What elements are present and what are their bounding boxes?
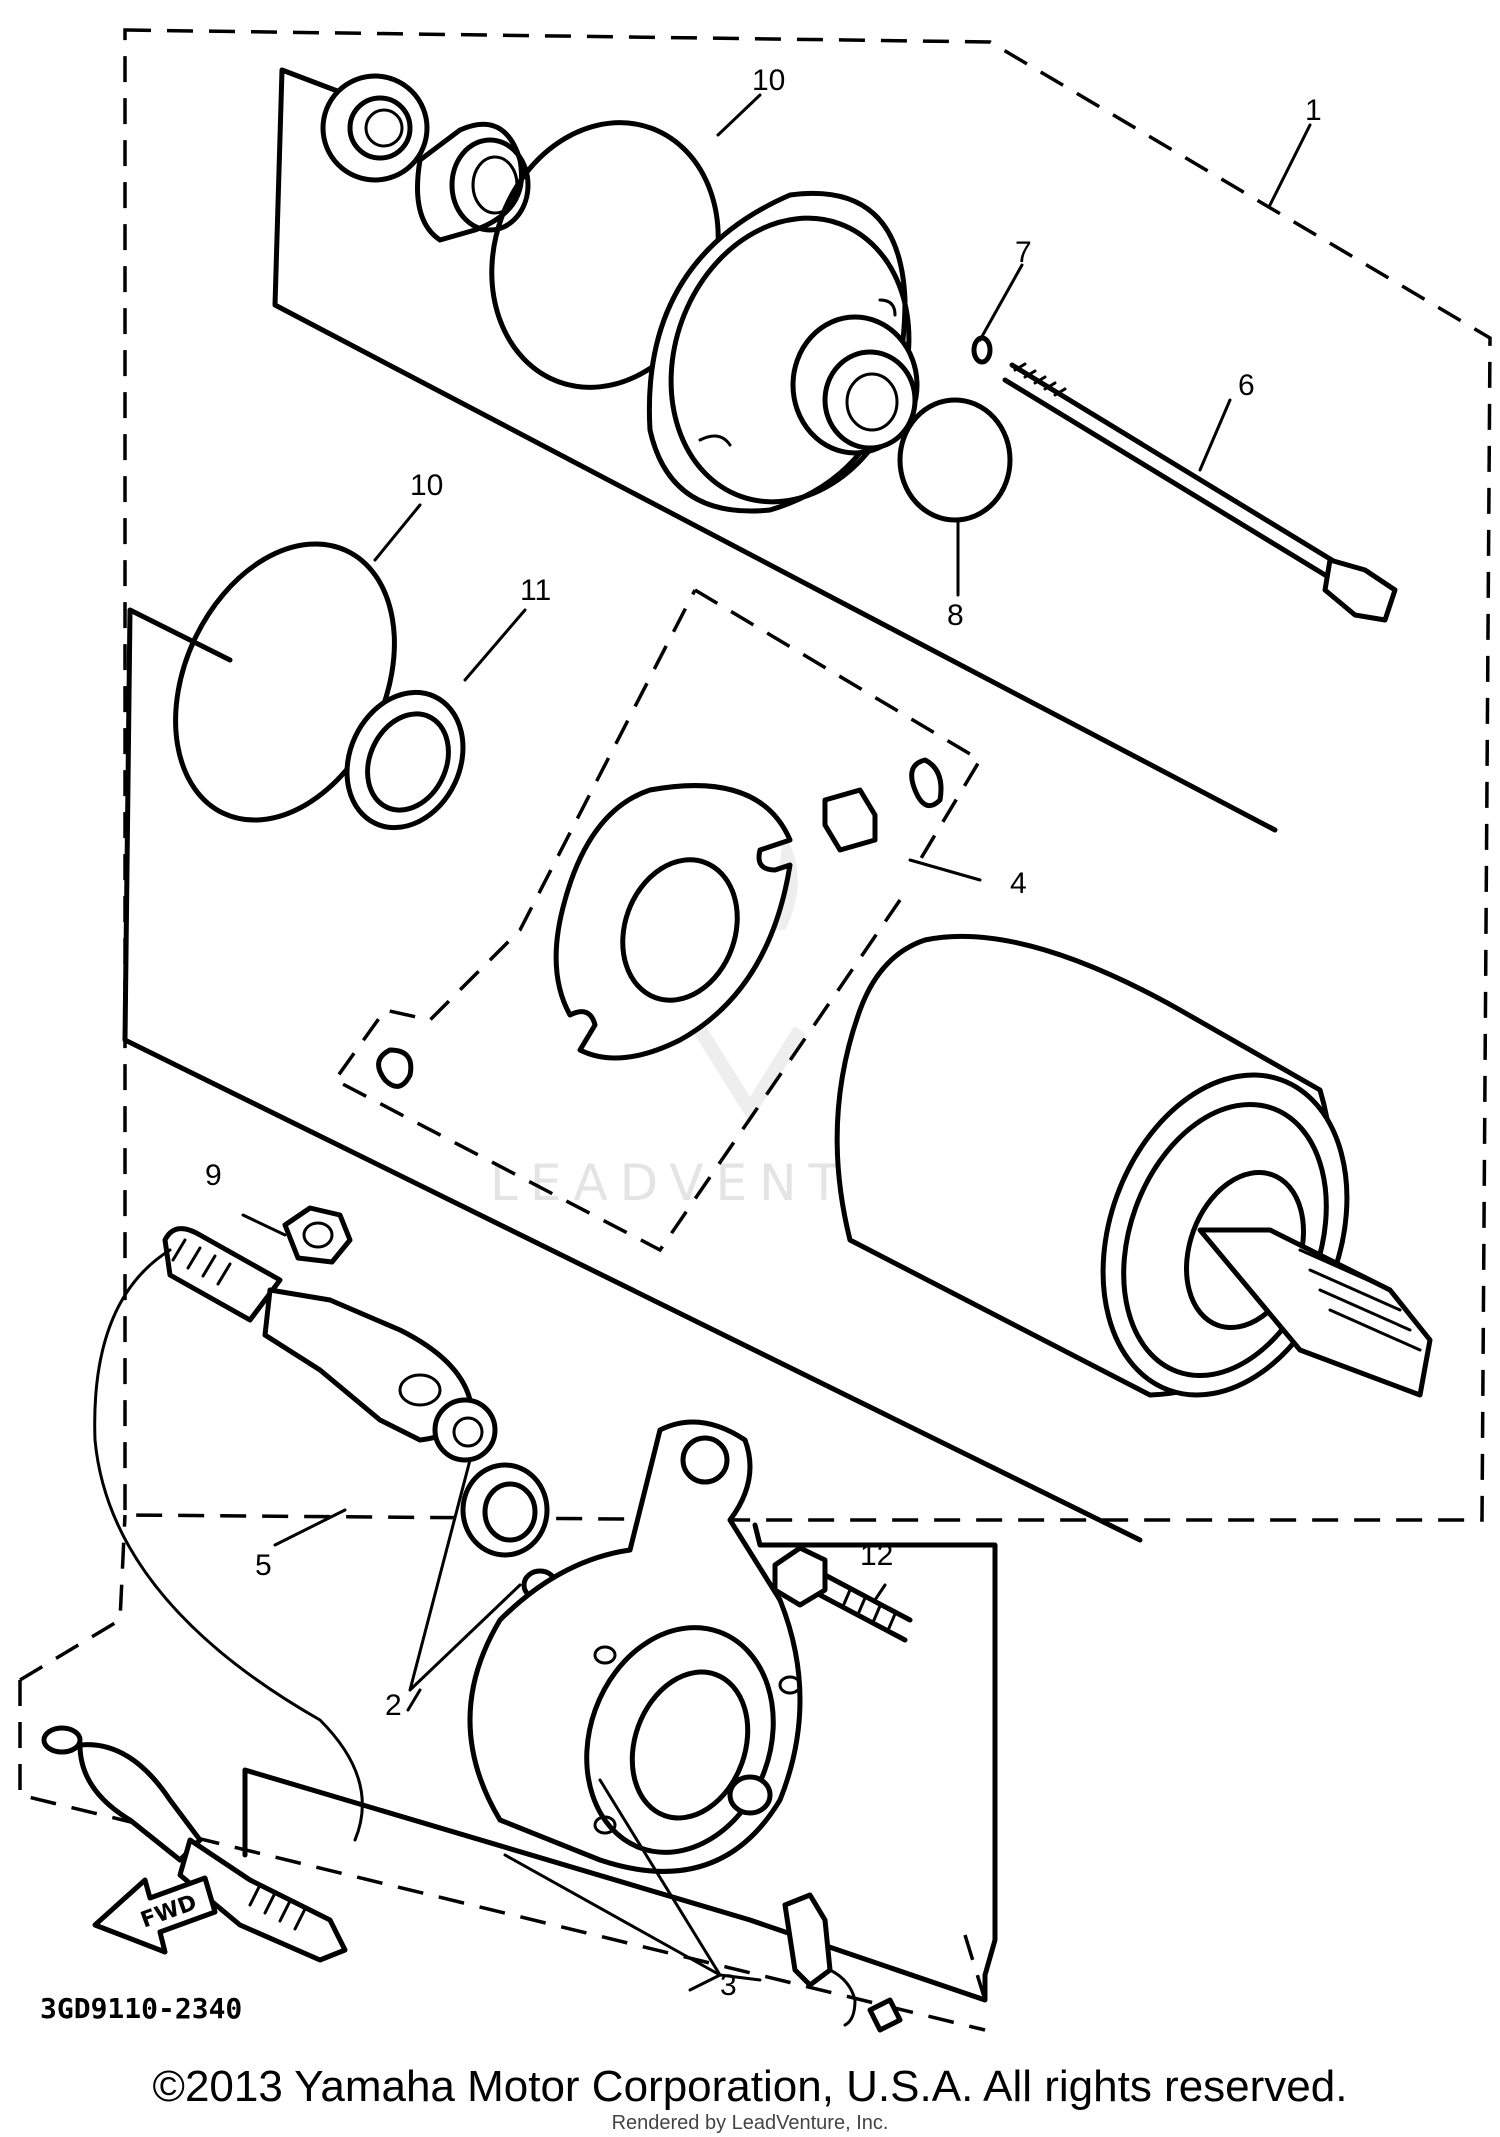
rendered-by-notice: Rendered by LeadVenture, Inc. (611, 2112, 889, 2134)
callout-9: 9 (205, 1159, 222, 1192)
callout-11: 11 (520, 574, 551, 607)
starter-lead (93, 1226, 473, 1842)
brush-block (822, 787, 878, 853)
callout-7: 7 (1015, 236, 1032, 269)
rear-cover-washers (432, 1397, 559, 1602)
front-cover-frame (272, 67, 1278, 833)
oil-seal (320, 73, 430, 183)
front-cover (646, 190, 920, 514)
rear-cover-boundary (18, 1514, 987, 2032)
callout-1: 1 (1305, 94, 1322, 127)
rear-cover-frame (242, 1522, 998, 2003)
callout-10-lower: 10 (410, 469, 443, 502)
battery-cable (41, 1725, 348, 1963)
callout-4: 4 (1010, 867, 1027, 900)
yoke-frame (122, 607, 1143, 1543)
nut (282, 1205, 353, 1265)
diagram-code: 3GD9110-2340 (40, 1992, 242, 2025)
callout-5: 5 (255, 1549, 272, 1582)
brush-spring-top (909, 757, 944, 809)
callout-8: 8 (947, 599, 964, 632)
assembly-boundary (123, 28, 1492, 1522)
washer (344, 689, 466, 831)
brush-plate (553, 783, 793, 1061)
brush-holder-boundary (332, 588, 983, 1253)
mounting-bolt (772, 1545, 913, 1643)
callout-3: 3 (720, 1969, 737, 2002)
leader-lines (241, 93, 1312, 1992)
needle-bearing (415, 121, 531, 243)
brush-terminal (782, 1892, 903, 2033)
fwd-arrow: FWD (92, 1875, 218, 1955)
rear-cover (467, 1419, 803, 1874)
callout-12: 12 (860, 1539, 893, 1572)
through-bolt (1002, 362, 1398, 623)
brush-spring-bottom (376, 1047, 414, 1089)
callout-6: 6 (1238, 369, 1255, 402)
callout-10-top: 10 (752, 64, 785, 97)
callout-2: 2 (385, 1689, 402, 1722)
copyright-notice: ©2013 Yamaha Motor Corporation, U.S.A. A… (152, 2062, 1348, 2111)
o-ring-8 (897, 397, 1013, 523)
yoke-armature (834, 933, 1433, 1398)
o-ring-small (971, 335, 993, 365)
